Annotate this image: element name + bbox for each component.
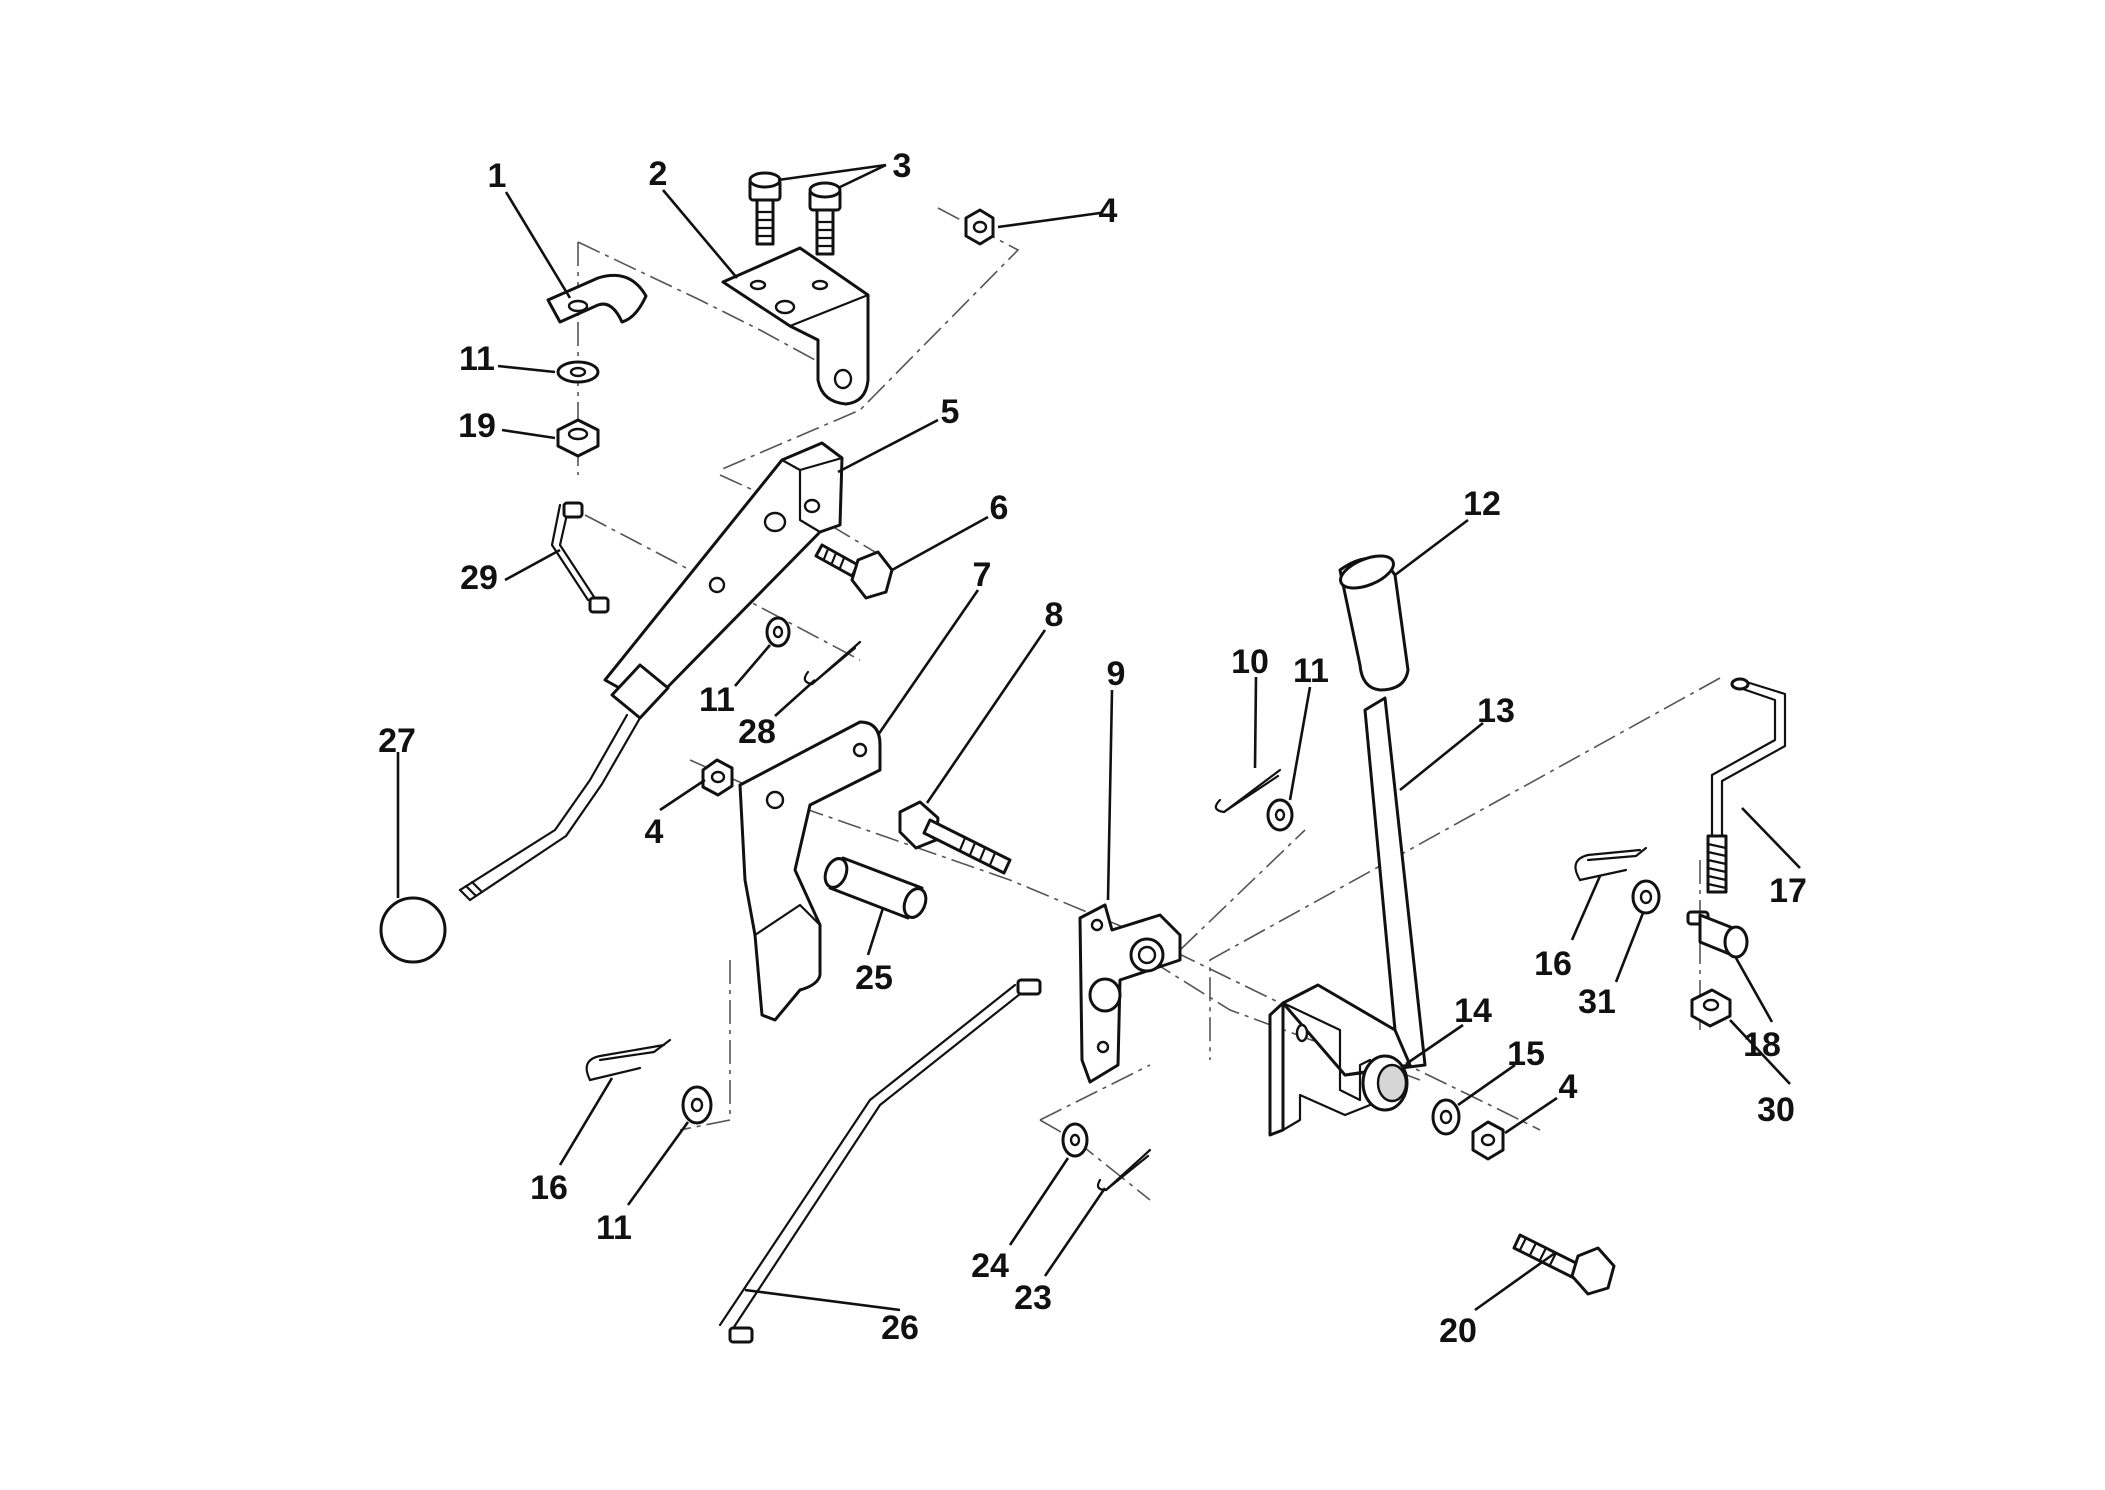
callout-c10: 10 (1231, 643, 1269, 681)
part-4-nut-top (964, 208, 995, 246)
part-13-lever (1268, 696, 1427, 1137)
callout-c4b: 4 (645, 813, 664, 851)
callout-c16a: 16 (1534, 945, 1572, 983)
callout-c26: 26 (881, 1309, 919, 1347)
part-16-hairpin-left (585, 1038, 672, 1082)
part-20-bolt (1512, 1233, 1616, 1296)
callout-c3: 3 (893, 147, 912, 185)
part-23-cotter-pin (1096, 1148, 1152, 1192)
callout-c14: 14 (1454, 992, 1492, 1030)
part-31-washer (1631, 879, 1661, 915)
callout-c4d: 4 (1559, 1068, 1578, 1106)
part-16-hairpin-right (1574, 846, 1648, 882)
callout-c13: 13 (1477, 692, 1515, 730)
callout-c31: 31 (1578, 983, 1616, 1021)
part-5-arm (603, 441, 844, 720)
callout-c30: 30 (1757, 1091, 1795, 1129)
callout-c24: 24 (971, 1247, 1009, 1285)
callout-c19: 19 (458, 407, 496, 445)
callout-c16b: 16 (530, 1169, 568, 1207)
part-12-grip (1338, 554, 1410, 692)
callout-c12: 12 (1463, 485, 1501, 523)
part-26-rod (718, 978, 1042, 1344)
callout-c11c: 11 (1293, 652, 1329, 690)
callout-c4a: 4 (1099, 192, 1118, 230)
part-19-nut (556, 418, 600, 458)
part-18-swivel (1686, 910, 1749, 959)
part-11-washer-a (556, 360, 600, 384)
part-7-pedal-bracket (738, 720, 882, 1022)
part-27-knob-rod (379, 713, 642, 964)
part-10-cotter-pin (1214, 768, 1282, 814)
callout-c25: 25 (855, 959, 893, 997)
part-11-washer-c (1266, 798, 1294, 832)
part-25-sleeve (823, 856, 928, 920)
callout-c20: 20 (1439, 1312, 1477, 1350)
callout-c1: 1 (488, 157, 507, 195)
part-8-long-bolt (898, 800, 1012, 875)
callout-c2: 2 (649, 155, 668, 193)
part-28-cotter-pin (803, 640, 862, 686)
part-14-bushing (1361, 1054, 1409, 1112)
leader-lines (396, 163, 1801, 1312)
part-2-bracket (721, 246, 870, 406)
part-15-washer (1431, 1098, 1461, 1136)
part-11-washer-d (681, 1085, 713, 1125)
part-24-washer (1061, 1122, 1089, 1158)
part-4-nut-left (701, 758, 734, 797)
callout-c11d: 11 (596, 1209, 632, 1247)
callout-c9: 9 (1107, 655, 1126, 693)
part-1-clip (546, 273, 648, 324)
callout-c27: 27 (378, 722, 416, 760)
part-29-link (550, 501, 610, 614)
assembly-center-lines (577, 207, 1721, 1201)
part-3-bolts (748, 171, 842, 256)
callout-c23: 23 (1014, 1279, 1052, 1317)
callout-c8: 8 (1045, 596, 1064, 634)
part-30-nut (1690, 988, 1732, 1028)
part-9-pivot-plate (1078, 903, 1182, 1084)
callout-c15: 15 (1507, 1035, 1545, 1073)
callout-c18: 18 (1743, 1026, 1781, 1064)
part-17-rod (1706, 677, 1787, 894)
callout-c6: 6 (990, 489, 1009, 527)
callout-c29: 29 (460, 559, 498, 597)
part-4-nut-right (1471, 1120, 1505, 1161)
callout-c17: 17 (1769, 872, 1807, 910)
callout-c11a: 11 (459, 340, 495, 378)
part-6-bolt (814, 543, 894, 600)
callout-c28: 28 (738, 713, 776, 751)
part-11-washer-b (765, 616, 791, 648)
callout-c7: 7 (973, 556, 992, 594)
callout-c11b: 11 (699, 681, 735, 719)
callout-c5: 5 (941, 393, 960, 431)
